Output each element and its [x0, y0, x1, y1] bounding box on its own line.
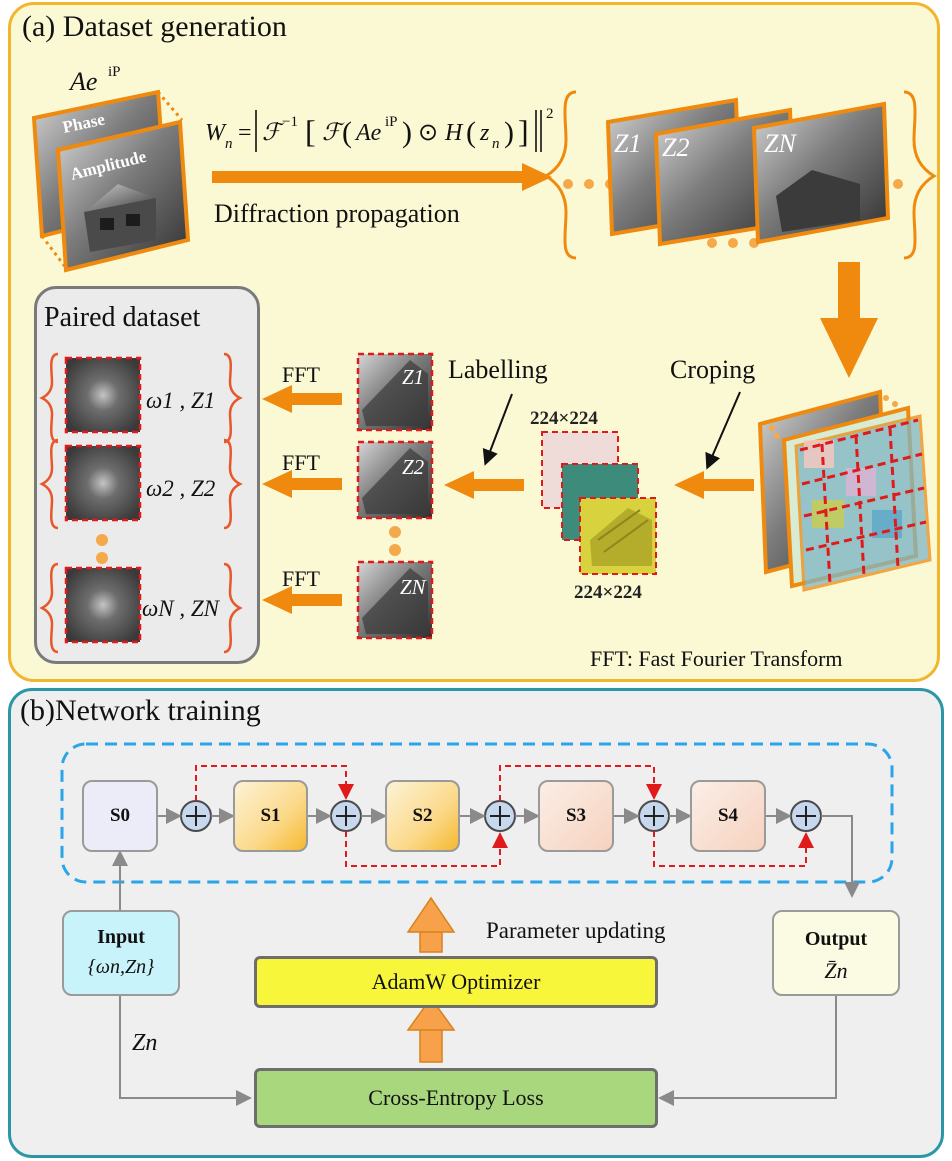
input-sub: {ωn,Zn} — [87, 956, 155, 978]
paired-label-n: ωN , ZN — [142, 596, 221, 621]
output-box — [772, 910, 900, 996]
stage-s3: S3 — [538, 780, 614, 852]
fft-label-n: FFT — [282, 566, 320, 591]
paired-label-2: ω2 , Z2 — [146, 476, 215, 501]
svg-text:Ae: Ae — [354, 120, 382, 146]
svg-text:iP: iP — [385, 114, 398, 130]
cropped-patches — [541, 431, 657, 575]
input-box — [62, 910, 180, 996]
fft-arrows — [262, 385, 342, 614]
svg-text:⊙: ⊙ — [418, 120, 438, 146]
main-flow-arrows — [112, 808, 860, 1106]
output-title: Output — [804, 928, 868, 950]
z2-label: Z2 — [662, 133, 689, 162]
svg-text:=: = — [238, 120, 252, 146]
stage-s0: S0 — [82, 780, 158, 852]
paired-dataset-title: Paired dataset — [44, 302, 201, 333]
fft-footnote: FFT: Fast Fourier Transform — [590, 646, 843, 671]
output-sub: Z̄n — [824, 958, 848, 983]
svg-text:(: ( — [342, 116, 352, 149]
size-bottom-label: 224×224 — [574, 582, 642, 603]
input-title: Input — [97, 926, 145, 948]
stage-s4: S4 — [690, 780, 766, 852]
phase-amplitude-stack — [31, 89, 191, 273]
z1-label: Z1 — [614, 129, 641, 158]
fft-label-2: FFT — [282, 450, 320, 475]
fft-label-1: FFT — [282, 362, 320, 387]
param-update-label: Parameter updating — [486, 918, 666, 943]
skip-connections — [195, 765, 814, 867]
intensity-images — [605, 97, 891, 247]
cross-entropy-loss-box: Cross-Entropy Loss — [254, 1068, 658, 1128]
stage-s2: S2 — [385, 780, 460, 852]
network-training-graphics: Zn Parameter updating — [60, 742, 894, 1106]
labelled-images — [356, 352, 434, 640]
svg-text:): ) — [504, 116, 514, 149]
dataset-generation-graphics: Phase Amplitude Ae iP W n = ℱ −1 [ ℱ ( A… — [31, 64, 937, 640]
propagation-equation: W n = ℱ −1 [ ℱ ( Ae iP ) ⊙ H ( z n ) ] 2 — [205, 106, 554, 152]
svg-text:−1: −1 — [282, 114, 298, 130]
svg-text:z: z — [479, 120, 490, 146]
ae-label: Ae — [68, 67, 97, 96]
svg-text:(: ( — [466, 116, 476, 149]
svg-text:ℱ: ℱ — [322, 120, 345, 146]
panel-a-title: (a) Dataset generation — [22, 10, 287, 43]
croping-label: Croping — [670, 355, 755, 384]
svg-text:n: n — [225, 136, 233, 152]
paired-dataset-graphics: ω1 , Z1 ω2 , Z2 ωN , ZN — [39, 352, 243, 654]
svg-text:[: [ — [305, 113, 316, 149]
zn-label: ZN — [764, 129, 797, 158]
svg-text:n: n — [492, 136, 500, 152]
adamw-optimizer-box: AdamW Optimizer — [254, 956, 658, 1008]
label-zn: ZN — [400, 575, 427, 599]
label-z2: Z2 — [402, 455, 425, 479]
paired-label-1: ω1 , Z1 — [146, 388, 215, 413]
svg-text:]: ] — [518, 113, 529, 149]
backbone-container — [60, 742, 894, 884]
svg-text:W: W — [205, 120, 227, 146]
stage-s1: S1 — [233, 780, 308, 852]
cropping-stack — [757, 389, 932, 592]
svg-text:ℱ: ℱ — [262, 120, 285, 146]
label-z1: Z1 — [402, 365, 424, 389]
diffraction-label: Diffraction propagation — [214, 199, 460, 228]
fft-spectra — [39, 352, 243, 654]
size-top-label: 224×224 — [530, 408, 598, 429]
labelling-label: Labelling — [448, 355, 548, 384]
ae-sup: iP — [108, 64, 121, 80]
svg-text:2: 2 — [546, 106, 554, 122]
update-arrows — [406, 896, 456, 1063]
zn-input-label: Zn — [132, 1030, 157, 1056]
svg-text:H: H — [444, 120, 464, 146]
svg-text:): ) — [402, 116, 412, 149]
panel-b-title: (b)Network training — [20, 694, 261, 727]
